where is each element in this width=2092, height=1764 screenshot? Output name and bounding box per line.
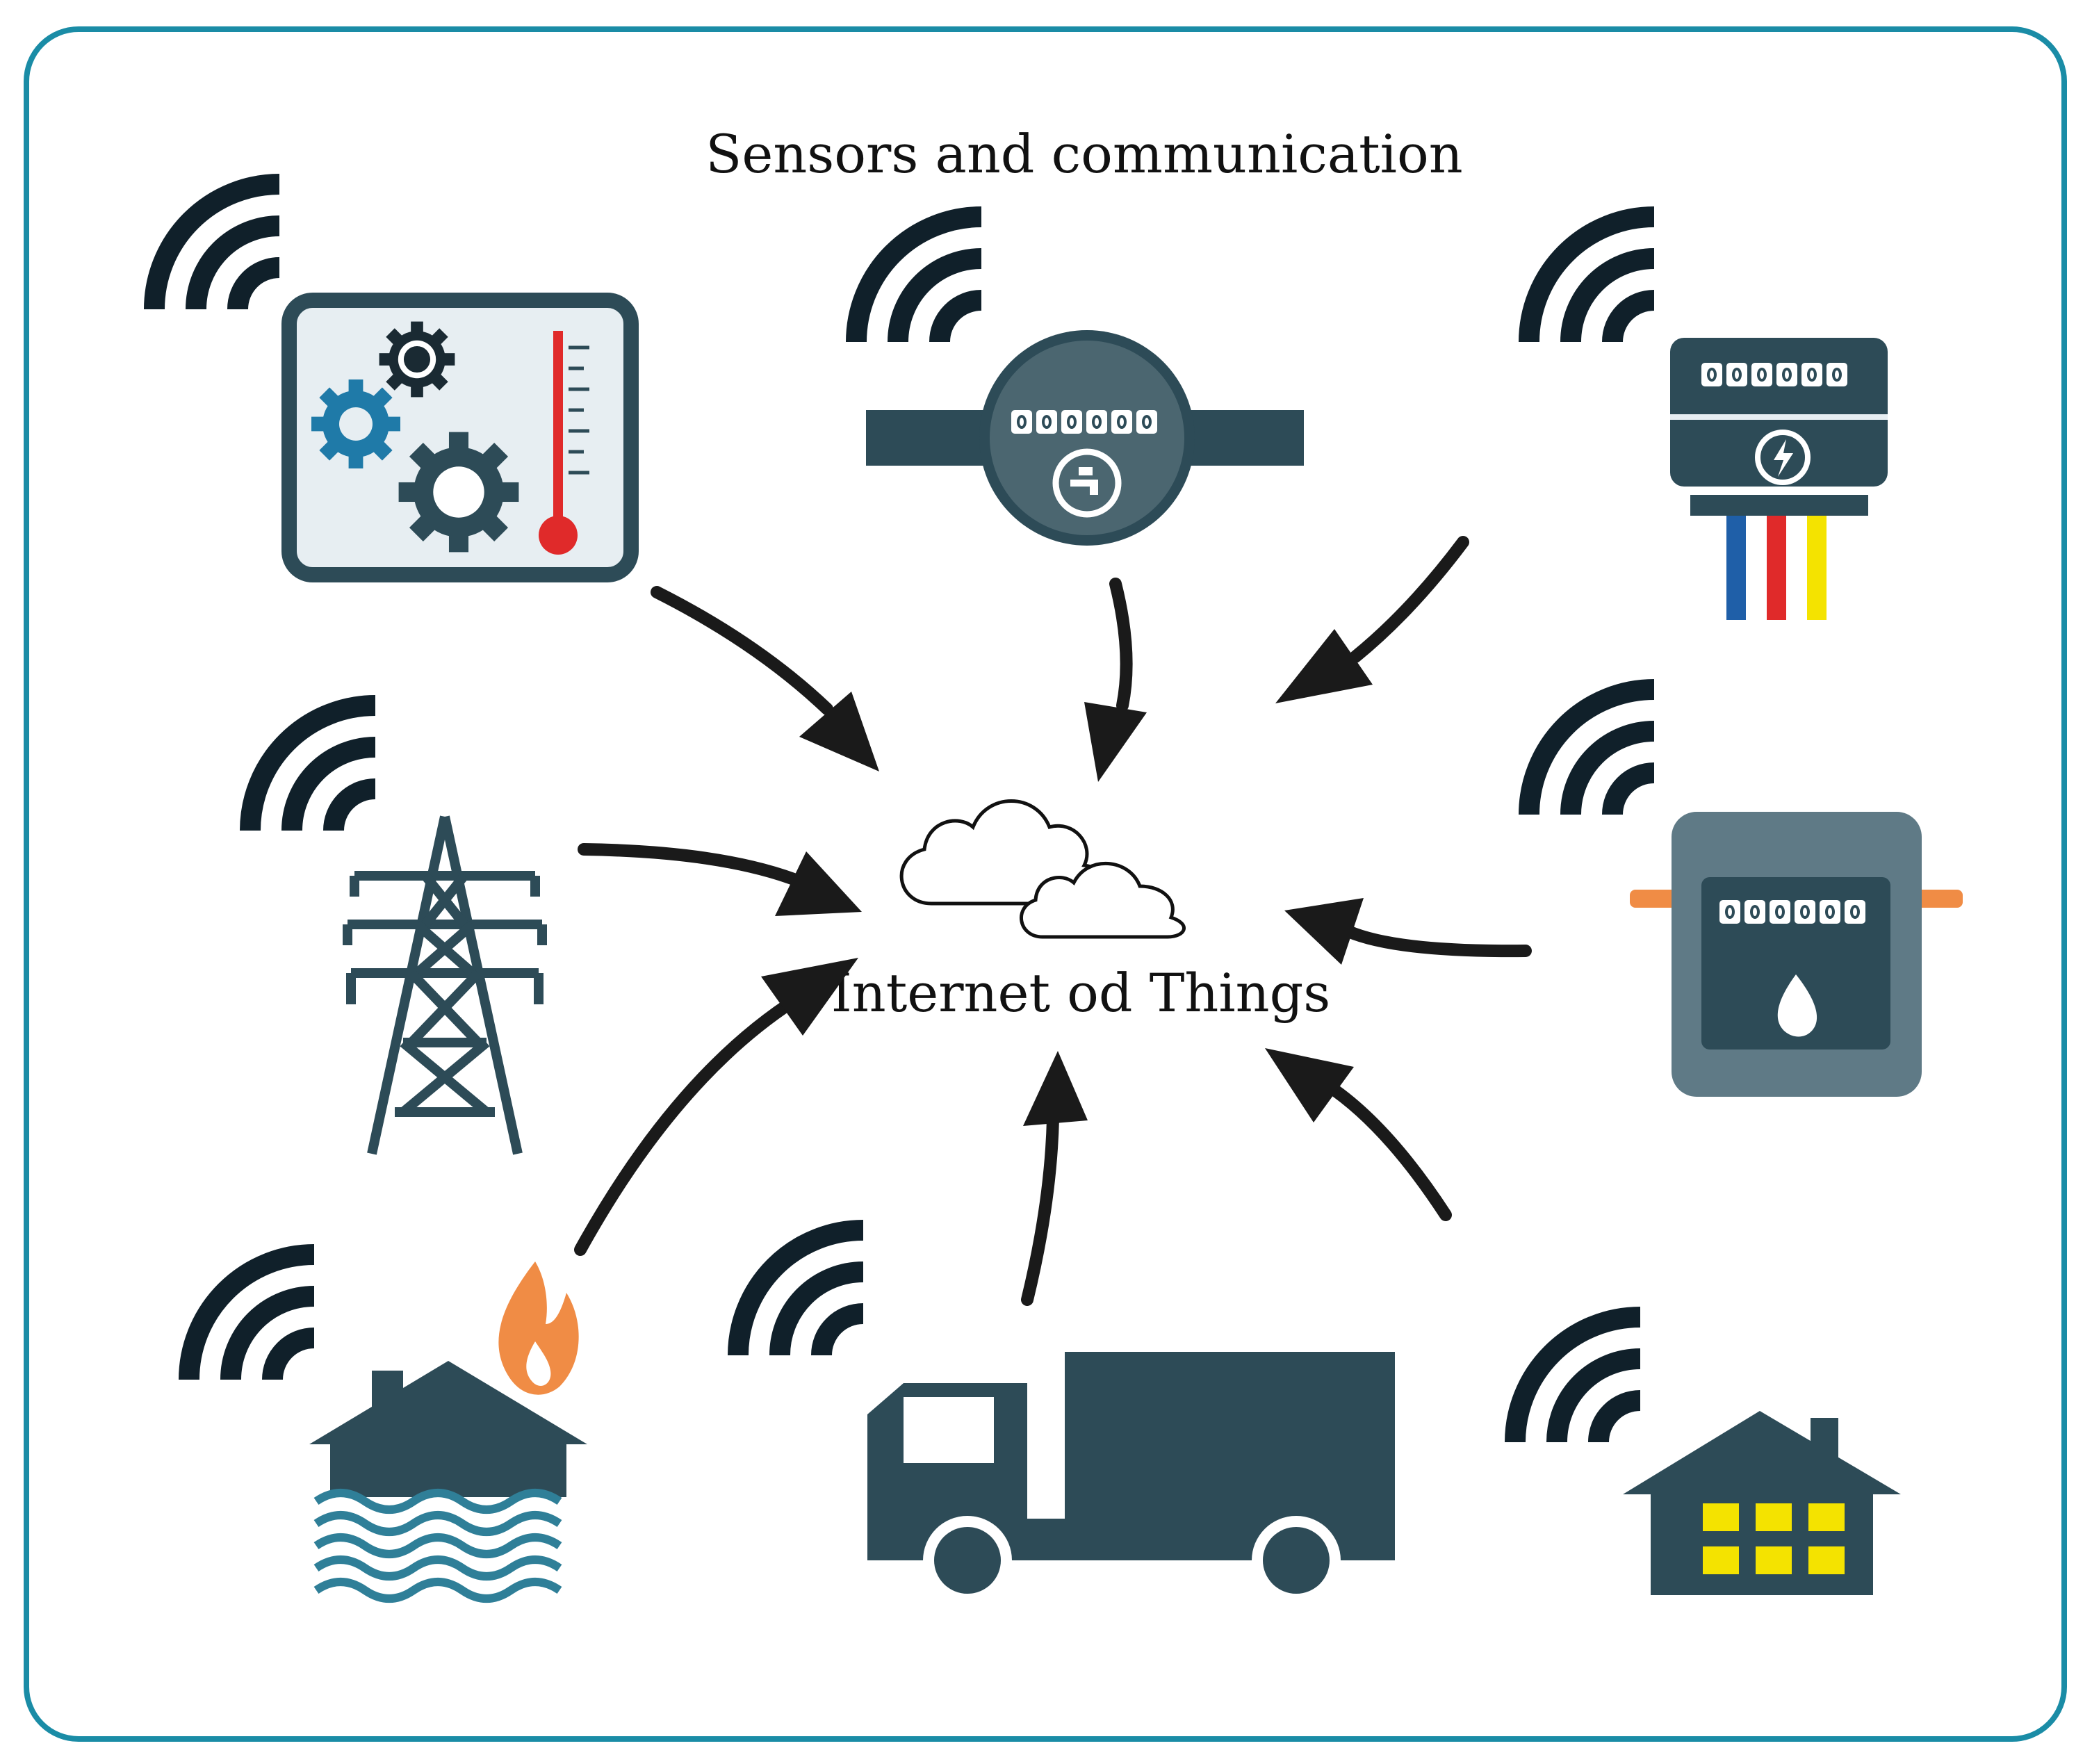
electricity-meter-node: [1529, 217, 1888, 620]
center-label: Internet od Things: [831, 962, 1331, 1024]
flood-fire-house-node: [189, 1255, 587, 1603]
arrow-truck: [1021, 1051, 1088, 1306]
arrows: [574, 536, 1532, 1306]
transmission-tower-icon: [343, 815, 547, 1155]
arrow-tower: [578, 843, 862, 916]
truck-icon: [867, 1352, 1395, 1605]
water-meter-icon: [866, 330, 1304, 546]
house-icon: [1623, 1411, 1901, 1595]
electricity-meter-icon: [1670, 338, 1888, 620]
water-meter-node: [856, 217, 1304, 546]
flood-fire-house-icon: [309, 1261, 587, 1603]
arrow-water: [1084, 578, 1147, 782]
arrow-flood-house: [574, 958, 858, 1256]
cloud-icon: [899, 799, 1186, 939]
gears-thermometer-icon: [281, 293, 639, 582]
gas-meter-node: [1529, 689, 1963, 1097]
smart-home-node: [1515, 1317, 1901, 1595]
arrow-industrial: [651, 586, 879, 771]
arrow-smart-home: [1265, 1048, 1452, 1221]
diagram-title: Sensors and communication: [705, 123, 1462, 185]
industrial-sensor-node: [154, 184, 639, 582]
truck-node: [738, 1230, 1395, 1605]
gas-meter-icon: [1630, 812, 1963, 1097]
arrow-gas: [1284, 898, 1532, 965]
power-tower-node: [250, 705, 547, 1155]
arrow-electric: [1275, 536, 1469, 703]
